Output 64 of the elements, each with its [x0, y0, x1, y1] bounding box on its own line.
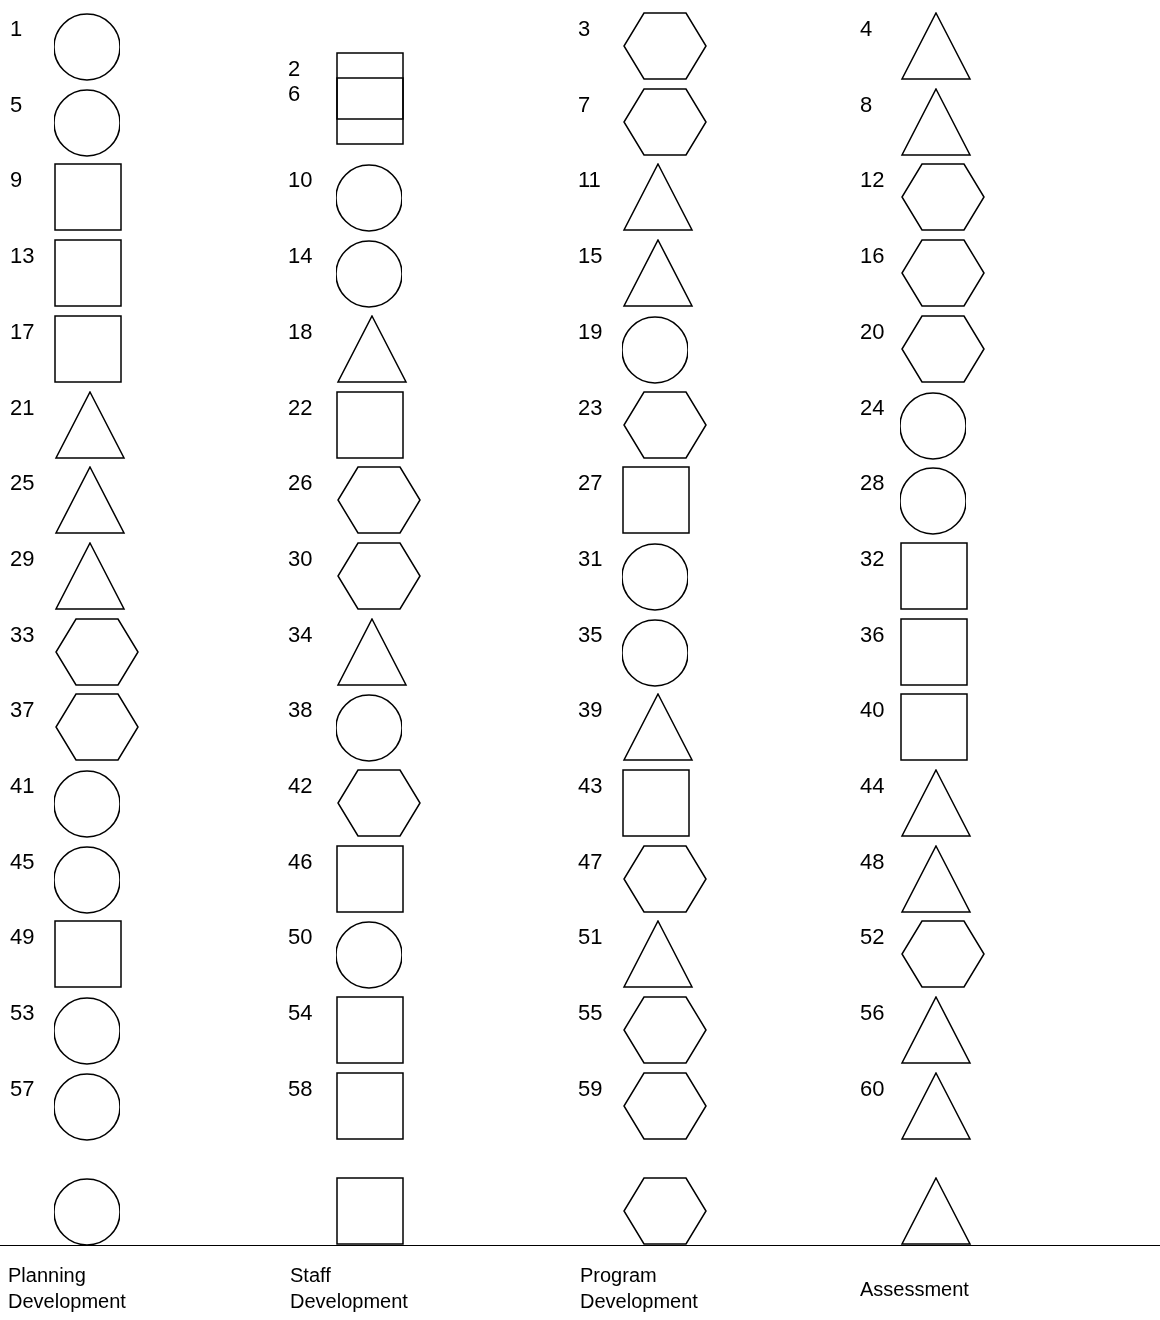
item-number: 50	[288, 924, 313, 951]
item-number: 51	[578, 924, 603, 951]
item-number: 13	[10, 243, 35, 270]
item-number: 40	[860, 697, 885, 724]
item-number: 54	[288, 1000, 313, 1027]
item-number: 37	[10, 697, 35, 724]
item-number: 8	[860, 91, 873, 118]
item-number: 24	[860, 394, 885, 421]
legend-label: Planning Development	[8, 1263, 127, 1314]
item-number: 52	[860, 924, 885, 951]
item-number: 45	[10, 848, 35, 875]
item-number: 2	[288, 56, 301, 82]
item-number: 7	[578, 91, 591, 118]
item-number: 10	[288, 167, 313, 194]
item-number: 12	[860, 167, 885, 194]
item-number: 32	[860, 545, 885, 572]
item-number: 58	[288, 1075, 313, 1102]
item-number: 19	[578, 318, 603, 345]
item-number: 27	[578, 470, 603, 497]
item-number: 39	[578, 697, 603, 724]
item-number: 33	[10, 621, 35, 648]
legend-label: Program Development	[580, 1263, 699, 1314]
item-number: 3	[578, 16, 591, 42]
item-number: 42	[288, 773, 313, 799]
item-number: 59	[578, 1075, 603, 1102]
item-number: 21	[10, 394, 35, 421]
item-number: 49	[10, 924, 35, 951]
item-number: 20	[860, 318, 885, 345]
item-number: 35	[578, 621, 603, 648]
item-number: 53	[10, 1000, 35, 1027]
item-number: 9	[10, 167, 23, 194]
item-number: 56	[860, 1000, 885, 1027]
item-number: 4	[860, 16, 873, 42]
item-number: 1	[10, 16, 23, 42]
item-number: 16	[860, 243, 885, 270]
item-number: 38	[288, 697, 313, 724]
item-number: 5	[10, 91, 23, 118]
item-number: 43	[578, 773, 603, 799]
item-number: 30	[288, 545, 313, 572]
item-number: 29	[10, 545, 35, 572]
legend-label: Staff Development	[290, 1263, 409, 1314]
item-number: 47	[578, 848, 603, 875]
item-number: 26	[288, 470, 313, 497]
item-number: 17	[10, 318, 35, 345]
legend-label: Assessment	[860, 1277, 970, 1302]
item-number: 23	[578, 394, 603, 421]
item-number: 31	[578, 545, 603, 572]
item-number: 55	[578, 1000, 603, 1027]
item-number: 14	[288, 243, 313, 270]
item-number: 57	[10, 1075, 35, 1102]
item-number: 18	[288, 318, 313, 345]
item-number: 44	[860, 773, 885, 799]
item-number: 48	[860, 848, 885, 875]
item-number: 11	[578, 167, 601, 194]
item-number: 36	[860, 621, 885, 648]
item-number: 22	[288, 394, 313, 421]
item-number: 6	[288, 81, 301, 107]
item-number: 25	[10, 470, 35, 497]
item-number: 60	[860, 1075, 885, 1102]
item-number: 15	[578, 243, 603, 270]
item-number: 46	[288, 848, 313, 875]
item-number: 34	[288, 621, 313, 648]
item-number: 41	[10, 773, 35, 799]
item-number: 28	[860, 470, 885, 497]
